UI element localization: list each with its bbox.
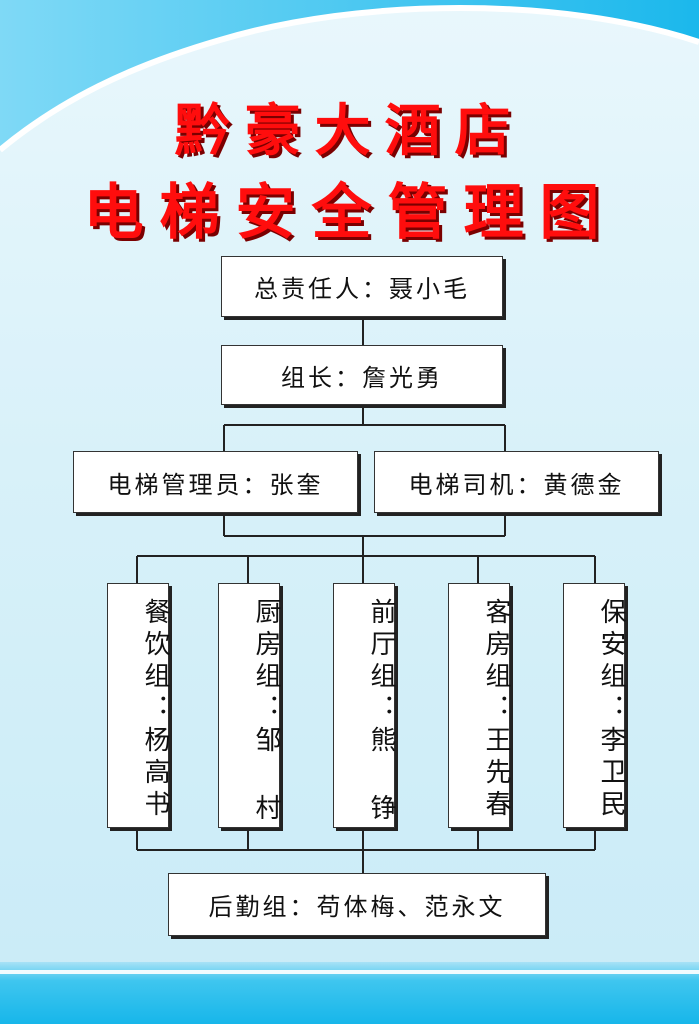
group-leader-box: 组长：詹光勇 xyxy=(221,345,503,405)
front-desk-group-box: 前厅组： 熊 铮 xyxy=(333,583,396,828)
elevator-manager-label: 电梯管理员：张奎 xyxy=(107,470,324,499)
housekeeping-group-person: 王先春 xyxy=(481,726,511,822)
logistics-group-label: 后勤组：苟体梅、范永文 xyxy=(208,893,506,921)
catering-group-box: 餐饮组： 杨高书 xyxy=(107,583,170,828)
group-leader-label: 组长：詹光勇 xyxy=(281,363,443,392)
front-desk-group-name: 前厅组： xyxy=(366,598,396,726)
header-swoosh xyxy=(0,0,699,153)
kitchen-group-name: 厨房组： xyxy=(251,598,281,726)
footer-stripe xyxy=(0,970,699,974)
chief-responsible-label: 总责任人：聂小毛 xyxy=(254,275,470,303)
security-group-name: 保安组： xyxy=(596,598,626,726)
elevator-driver-label: 电梯司机：黄德金 xyxy=(408,470,625,499)
chief-responsible-box: 总责任人：聂小毛 xyxy=(221,256,503,317)
elevator-manager-box: 电梯管理员：张奎 xyxy=(73,451,358,513)
catering-group-name: 餐饮组： xyxy=(140,598,170,726)
security-group-box: 保安组： 李卫民 xyxy=(563,583,626,828)
kitchen-group-person: 邹 村 xyxy=(251,726,281,826)
chart-title: 电梯安全管理图 xyxy=(83,178,616,248)
front-desk-group-person: 熊 铮 xyxy=(366,726,396,826)
security-group-person: 李卫民 xyxy=(596,726,626,822)
elevator-driver-box: 电梯司机：黄德金 xyxy=(374,451,659,513)
logistics-group-box: 后勤组：苟体梅、范永文 xyxy=(168,873,546,936)
catering-group-person: 杨高书 xyxy=(140,726,170,822)
housekeeping-group-box: 客房组： 王先春 xyxy=(448,583,511,828)
hotel-title: 黔豪大酒店 xyxy=(174,99,525,164)
housekeeping-group-name: 客房组： xyxy=(481,598,511,726)
kitchen-group-box: 厨房组： 邹 村 xyxy=(218,583,281,828)
